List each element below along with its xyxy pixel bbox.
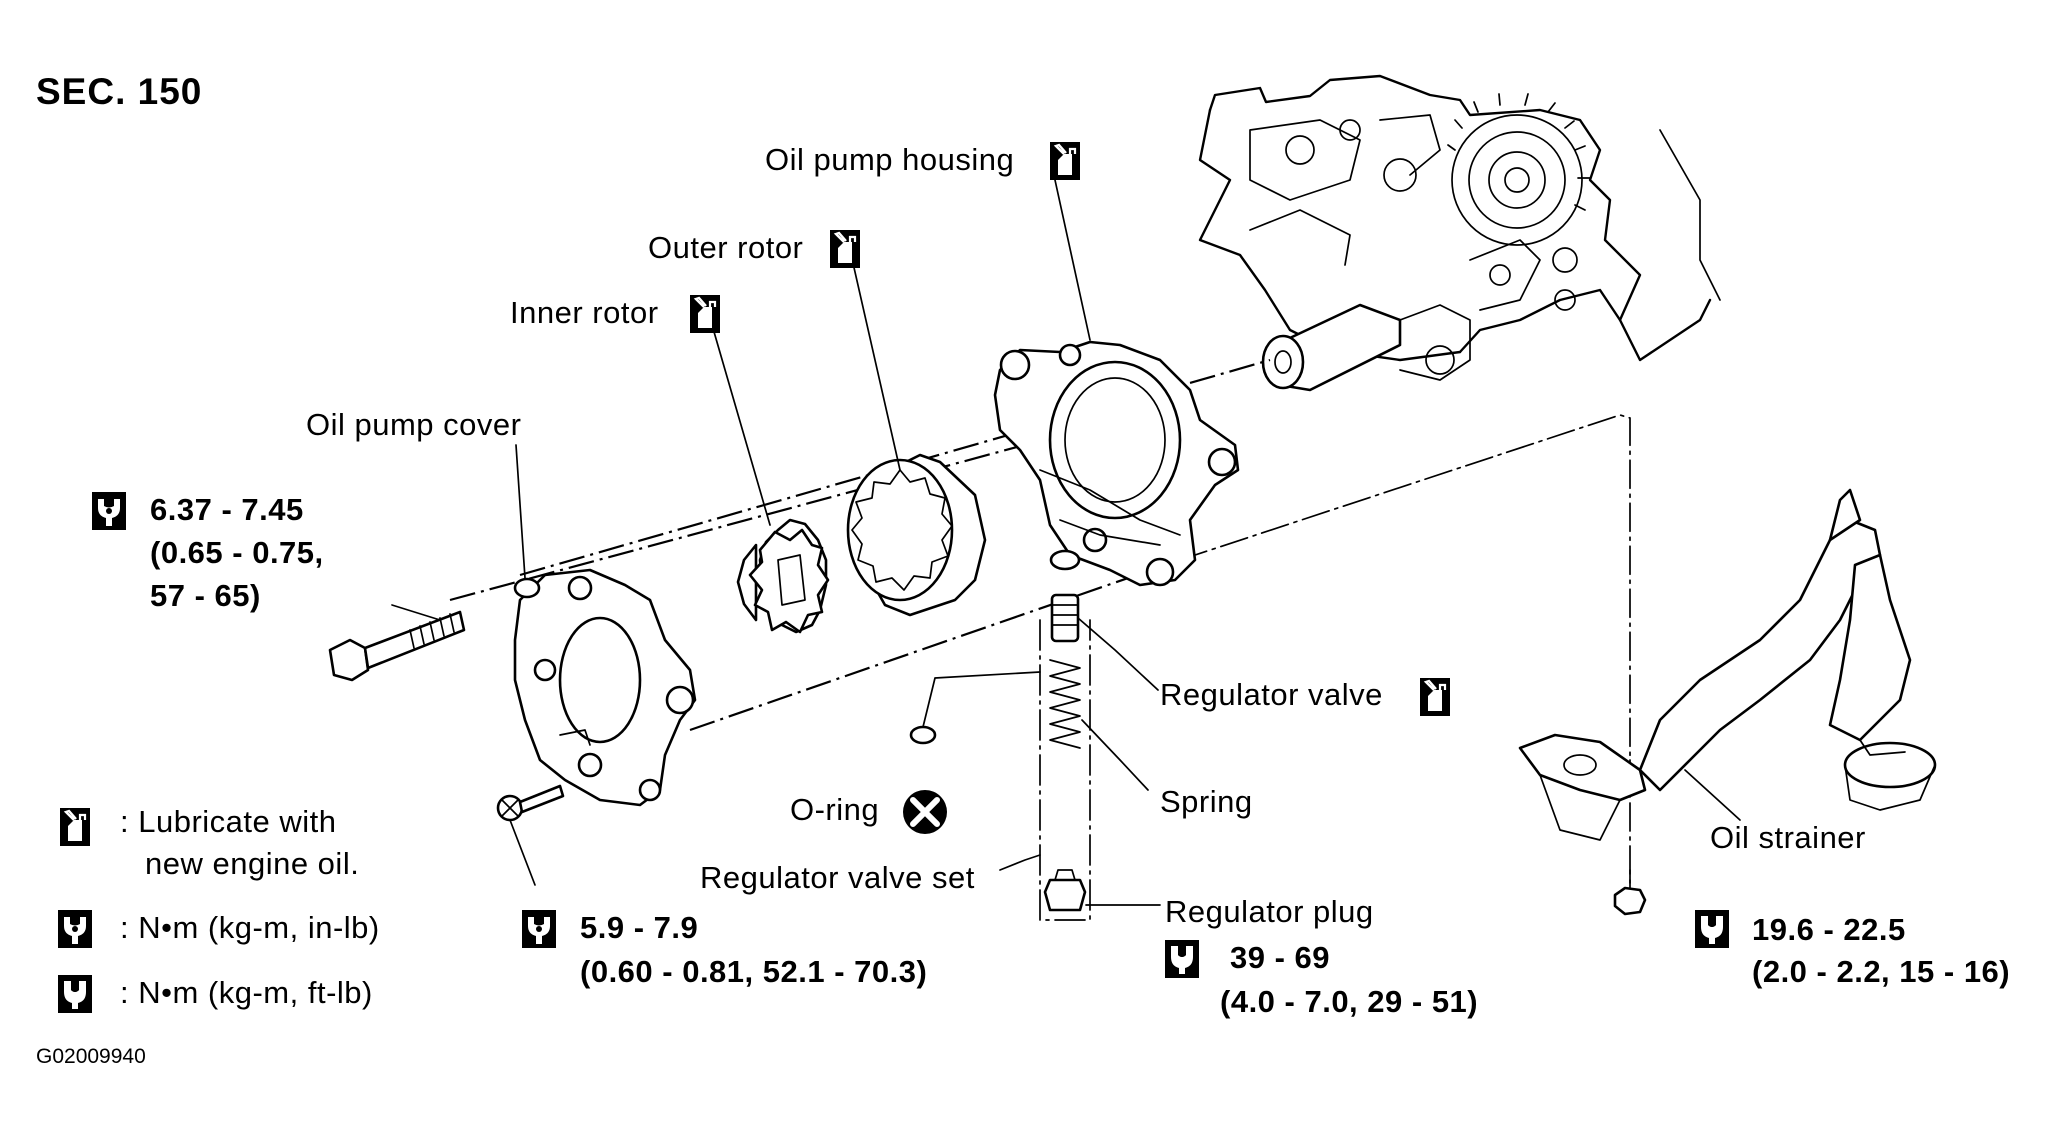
label-outer-rotor: Outer rotor bbox=[648, 230, 803, 265]
label-inner-rotor: Inner rotor bbox=[510, 295, 659, 330]
torque-regulator-plug-line2: (4.0 - 7.0, 29 - 51) bbox=[1220, 984, 1478, 1019]
x-circle-icon bbox=[903, 790, 947, 834]
torque-wrench-icon bbox=[92, 492, 126, 530]
engine-block bbox=[1198, 74, 1721, 392]
leader-oil-strainer bbox=[1684, 769, 1741, 821]
leader-oil-pump-housing bbox=[1054, 179, 1091, 341]
oil-can-icon bbox=[1418, 676, 1452, 718]
section-title: SEC. 150 bbox=[36, 71, 202, 112]
torque-wrench-icon bbox=[58, 910, 92, 948]
leader-cover-bolt bbox=[391, 604, 441, 621]
torque-spec-regulator-plug: 39 - 69 (4.0 - 7.0, 29 - 51) bbox=[1165, 940, 1478, 1019]
torque-wrench-open-icon bbox=[1695, 910, 1729, 948]
leader-inner-rotor bbox=[709, 317, 771, 526]
oil-strainer bbox=[1518, 488, 1937, 841]
o-ring bbox=[909, 725, 937, 745]
torque-wrench-icon bbox=[522, 910, 556, 948]
cover-axis-line bbox=[689, 558, 1181, 732]
label-oil-strainer: Oil strainer bbox=[1710, 820, 1866, 855]
bolt-axis-line bbox=[449, 428, 1081, 602]
cover-screw bbox=[496, 784, 565, 822]
legend-nm-ftlb: : N•m (kg-m, ft-lb) bbox=[120, 975, 373, 1010]
torque-cover-screw-line1: 5.9 - 7.9 bbox=[580, 910, 698, 945]
oil-can-icon bbox=[688, 293, 722, 335]
figure-code: G02009940 bbox=[36, 1045, 146, 1068]
label-regulator-valve-set: Regulator valve set bbox=[700, 860, 975, 895]
torque-cover-bolt-line2: (0.65 - 0.75, bbox=[150, 535, 324, 570]
outer-rotor bbox=[846, 453, 987, 617]
torque-spec-cover-bolt: 6.37 - 7.45 (0.65 - 0.75, 57 - 65) bbox=[92, 492, 324, 613]
label-regulator-valve: Regulator valve bbox=[1160, 677, 1383, 712]
torque-spec-strainer-bolt: 19.6 - 22.5 (2.0 - 2.2, 15 - 16) bbox=[1695, 910, 2010, 989]
legend: : Lubricate with new engine oil. : N•m (… bbox=[58, 804, 380, 1013]
inner-rotor bbox=[736, 518, 830, 634]
leader-regulator-valve-set bbox=[999, 854, 1041, 871]
torque-cover-bolt-line1: 6.37 - 7.45 bbox=[150, 492, 304, 527]
label-o-ring: O-ring bbox=[790, 792, 879, 827]
torque-regulator-plug-line1: 39 - 69 bbox=[1230, 940, 1330, 975]
torque-cover-bolt-line3: 57 - 65) bbox=[150, 578, 261, 613]
cover-bolt bbox=[328, 577, 541, 682]
oil-pump-cover bbox=[513, 568, 697, 807]
legend-nm-inlb: : N•m (kg-m, in-lb) bbox=[120, 910, 380, 945]
torque-strainer-bolt-line1: 19.6 - 22.5 bbox=[1752, 912, 1906, 947]
leader-cover-screw bbox=[509, 819, 536, 886]
leader-spring bbox=[1081, 719, 1149, 791]
oil-can-icon bbox=[1048, 140, 1082, 182]
torque-wrench-open-icon bbox=[1165, 940, 1199, 978]
label-spring: Spring bbox=[1160, 784, 1253, 819]
torque-spec-cover-screw: 5.9 - 7.9 (0.60 - 0.81, 52.1 - 70.3) bbox=[522, 910, 927, 989]
o-ring-guide bbox=[922, 671, 1041, 728]
legend-lubricate-line2: new engine oil. bbox=[145, 846, 359, 881]
leader-outer-rotor bbox=[849, 249, 901, 471]
label-oil-pump-housing: Oil pump housing bbox=[765, 142, 1014, 177]
oil-can-icon bbox=[58, 806, 92, 848]
strainer-bolt bbox=[1613, 869, 1647, 916]
strainer-axis-line bbox=[1179, 414, 1631, 761]
oil-pump-housing bbox=[993, 340, 1240, 587]
torque-cover-screw-line2: (0.60 - 0.81, 52.1 - 70.3) bbox=[580, 954, 927, 989]
legend-lubricate-line1: : Lubricate with bbox=[120, 804, 337, 839]
label-oil-pump-cover: Oil pump cover bbox=[306, 407, 521, 442]
oil-can-icon bbox=[828, 228, 862, 270]
regulator-valve-assembly bbox=[1039, 549, 1091, 921]
leader-oil-pump-cover bbox=[515, 444, 526, 579]
torque-wrench-open-icon bbox=[58, 975, 92, 1013]
label-regulator-plug: Regulator plug bbox=[1165, 894, 1374, 929]
leader-regulator-valve bbox=[1077, 617, 1159, 691]
torque-strainer-bolt-line2: (2.0 - 2.2, 15 - 16) bbox=[1752, 954, 2010, 989]
